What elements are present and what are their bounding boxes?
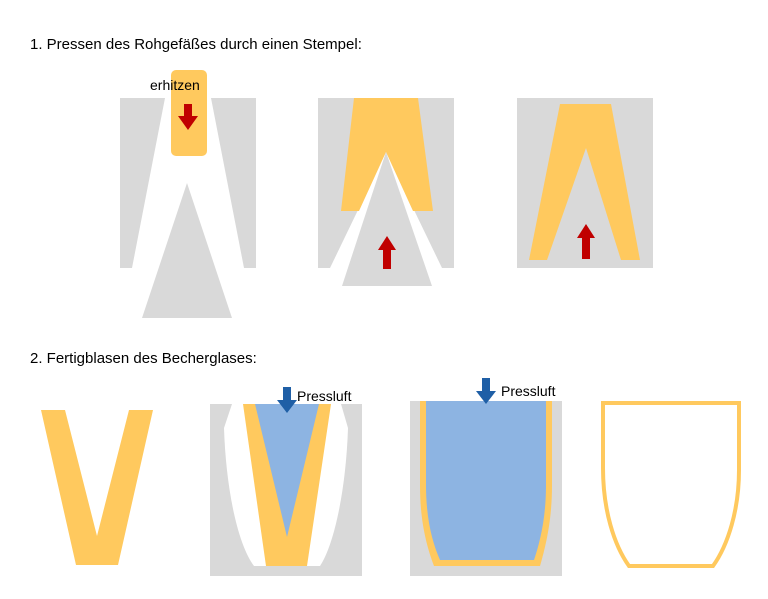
arrow-up-red-icon — [378, 236, 396, 269]
step2-stage1 — [41, 410, 153, 565]
mold-block — [120, 98, 256, 268]
arrow-up-red-icon — [577, 224, 595, 259]
step1-heading: 1. Pressen des Rohgefäßes durch einen St… — [30, 36, 362, 53]
glass-preform — [41, 410, 153, 565]
plunger — [142, 183, 232, 318]
plunger — [342, 152, 432, 286]
step2-stage3: Pressluft — [410, 378, 562, 576]
finished-beaker — [601, 401, 741, 568]
air-label: Pressluft — [297, 388, 352, 404]
glass-charge — [341, 98, 433, 211]
air-volume — [255, 404, 319, 537]
step1-stage3 — [517, 98, 653, 268]
arrow-down-red-icon — [178, 104, 198, 130]
step2-stage2: Pressluft — [210, 387, 362, 576]
heat-label: erhitzen — [150, 77, 200, 93]
arrow-down-blue-icon — [277, 387, 297, 413]
step1-stage2 — [318, 98, 454, 286]
step2-stage4 — [601, 401, 741, 568]
pressed-preform — [529, 104, 640, 260]
step2-heading: 2. Fertigblasen des Becherglases: — [30, 350, 257, 367]
step1-stage1: erhitzen — [120, 70, 256, 318]
arrow-down-blue-icon — [476, 378, 496, 404]
air-label: Pressluft — [501, 383, 556, 399]
air-volume — [426, 401, 546, 560]
